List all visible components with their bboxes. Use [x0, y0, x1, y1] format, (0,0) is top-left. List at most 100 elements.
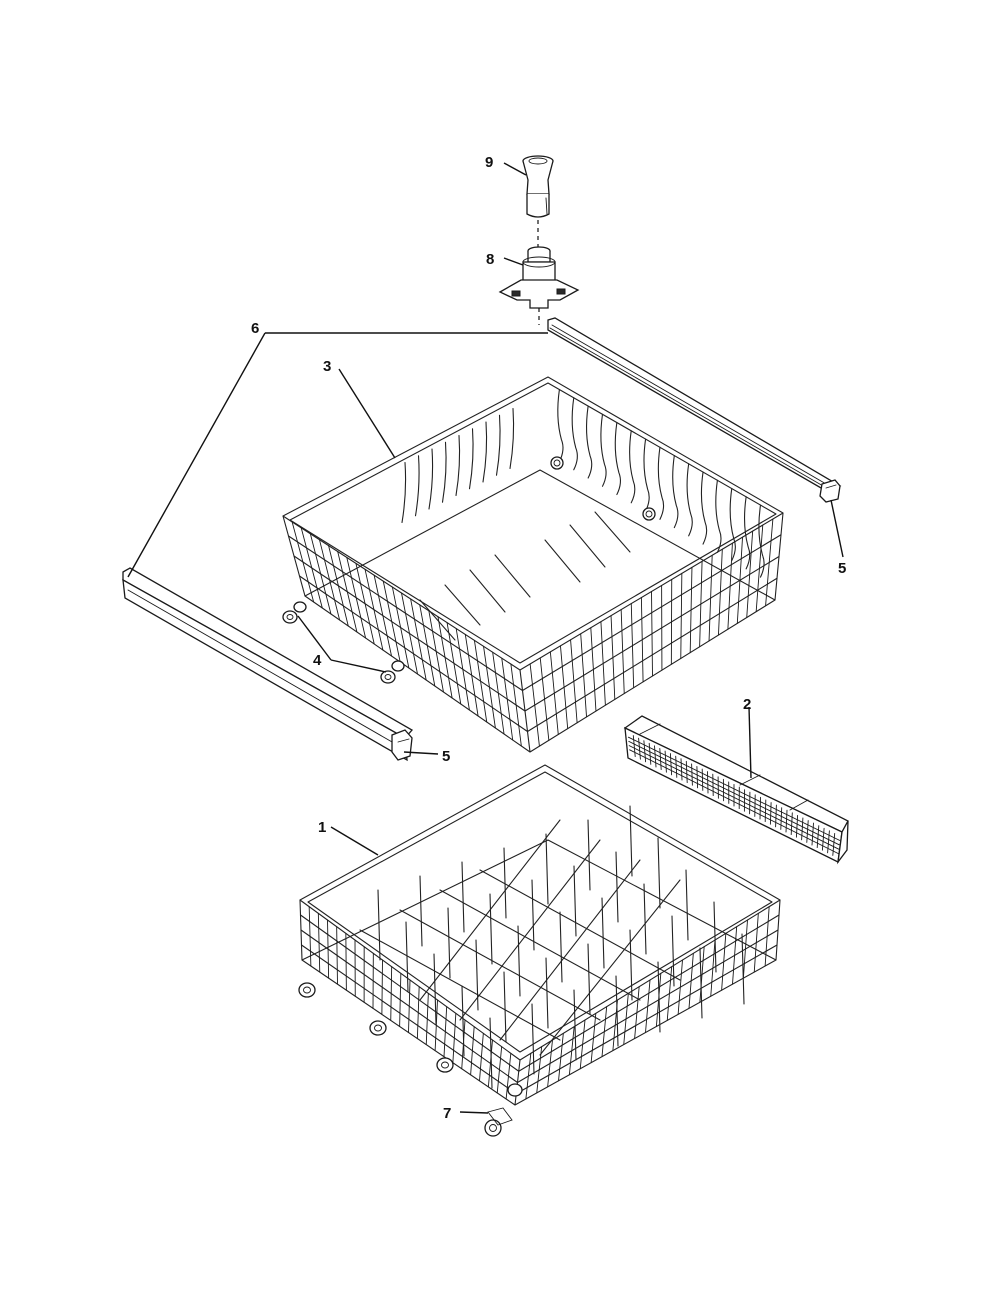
basket-grid-line: [628, 740, 840, 846]
callout-5-left: 5: [442, 748, 450, 765]
lower-rack-side-wire: [487, 1039, 493, 1088]
lower-rack-side-wire: [496, 1046, 503, 1094]
upper-rack-side-wire: [410, 598, 427, 681]
lower-rack-side-wire: [645, 979, 651, 1033]
lower-rack-side-wire: [568, 1026, 575, 1076]
lower-rack-side-wire: [381, 959, 383, 1015]
upper-rack-side-wire: [600, 621, 606, 706]
basket-grid-line: [790, 812, 793, 836]
lower-rack: [299, 764, 781, 1106]
upper-rack-side-wire: [570, 639, 578, 724]
lower-rack-tine: [671, 915, 675, 987]
lower-rack-side-wire: [677, 959, 683, 1015]
upper-rack-side-wire: [736, 536, 743, 624]
lower-rack-tine: [615, 975, 619, 1047]
basket-grid-line: [648, 742, 652, 765]
basket-grid-line: [785, 809, 788, 833]
upper-rack-side-wire: [529, 663, 540, 747]
basket-grid-line: [806, 820, 809, 843]
upper-rack-side-wire: [446, 622, 462, 705]
upper-rack-side-wire: [708, 554, 713, 642]
lower-rack-side-wire: [470, 1026, 475, 1076]
basket-grid-line: [707, 771, 709, 794]
basket-grid-line: [675, 755, 678, 778]
lower-rack-tine: [489, 893, 493, 965]
upper-rack-side-wire: [428, 610, 444, 693]
lower-rack-side-wire: [558, 1032, 564, 1082]
rack-rail-left: [122, 567, 414, 762]
lower-rack-side-wire: [525, 1052, 532, 1100]
upper-rack-wheels: [282, 601, 405, 684]
basket-grid-line: [691, 763, 693, 786]
lower-rack-side-wire: [547, 1039, 553, 1088]
lower-rack-side-wire: [623, 992, 629, 1046]
lower-rack-side-wire: [699, 946, 705, 1003]
lower-rack-tine: [741, 933, 745, 1005]
upper-rack-side-wire: [419, 604, 436, 687]
lower-rack-tine: [461, 861, 465, 933]
silverware-basket: [623, 715, 849, 865]
upper-rack-tine: [729, 488, 736, 562]
upper-rack-side-wire: [355, 562, 375, 645]
basket-grid-line: [680, 758, 683, 781]
lower-rack-tine: [559, 911, 563, 983]
basket-grid-line: [654, 745, 657, 768]
callout-3: 3: [323, 358, 331, 375]
upper-rack-side-wire: [718, 548, 723, 636]
leader-lines: [127, 162, 844, 1114]
lower-rack-tine: [489, 1017, 493, 1089]
upper-rack-tine: [743, 496, 751, 570]
lower-rack-tine: [573, 989, 577, 1061]
lower-rack-side-wire: [688, 952, 694, 1009]
lower-rack-side-wire: [505, 1052, 512, 1100]
upper-rack-side-wire: [501, 657, 514, 741]
upper-rack-side-wire: [337, 551, 358, 633]
upper-rack-tine: [455, 434, 461, 497]
upper-rack-side-wire: [300, 527, 323, 609]
lower-rack-side-wire: [590, 1012, 597, 1064]
callout-2: 2: [743, 696, 751, 713]
upper-rack-tine: [414, 455, 420, 517]
upper-rack-side-wire: [620, 609, 625, 694]
basket-grid-line: [775, 804, 777, 828]
upper-rack-tine: [401, 461, 407, 524]
upper-rack-side-wire: [630, 603, 635, 689]
basket-grid-line: [628, 745, 840, 850]
lower-rack-side-wire: [416, 986, 420, 1039]
basket-grid-line: [629, 749, 839, 855]
upper-rack-side-wire: [640, 597, 644, 683]
upper-rack-side-wire: [746, 530, 754, 618]
lower-rack-tine: [503, 847, 507, 919]
lower-rack-side-wire: [452, 1012, 457, 1064]
basket-grid-line: [643, 740, 647, 763]
upper-rack-side-wire: [382, 580, 401, 663]
lower-rack-tine: [699, 947, 703, 1019]
lower-rack-tine: [629, 805, 633, 877]
lower-rack-wheels: [298, 982, 523, 1137]
callout-9: 9: [485, 154, 493, 171]
upper-rack-side-wire: [364, 568, 384, 651]
lower-rack-side-wire: [425, 992, 429, 1046]
basket-grid-line: [811, 822, 814, 846]
upper-rack: [282, 376, 784, 753]
lower-rack-tine: [503, 971, 507, 1043]
upper-rack-tine: [657, 446, 665, 520]
upper-rack-side-wire: [437, 616, 453, 699]
basket-grid-line: [638, 737, 641, 760]
upper-rack-side-wire: [590, 627, 597, 712]
upper-rack-tine: [509, 407, 515, 470]
basket-grid-line: [685, 760, 688, 784]
upper-rack-side-wire: [401, 592, 418, 675]
upper-rack-side-wire: [492, 651, 505, 735]
upper-rack-side-wire: [483, 645, 496, 729]
lower-rack-tine: [657, 961, 661, 1033]
callout-7: 7: [443, 1105, 451, 1122]
upper-rack-side-wire: [560, 645, 569, 730]
basket-grid-line: [627, 736, 841, 841]
upper-rack-tine: [715, 479, 722, 553]
upper-rack-tine: [441, 441, 447, 503]
lower-rack-tine: [531, 879, 535, 951]
upper-rack-tine: [482, 421, 488, 483]
upper-rack-side-wire: [580, 633, 587, 718]
